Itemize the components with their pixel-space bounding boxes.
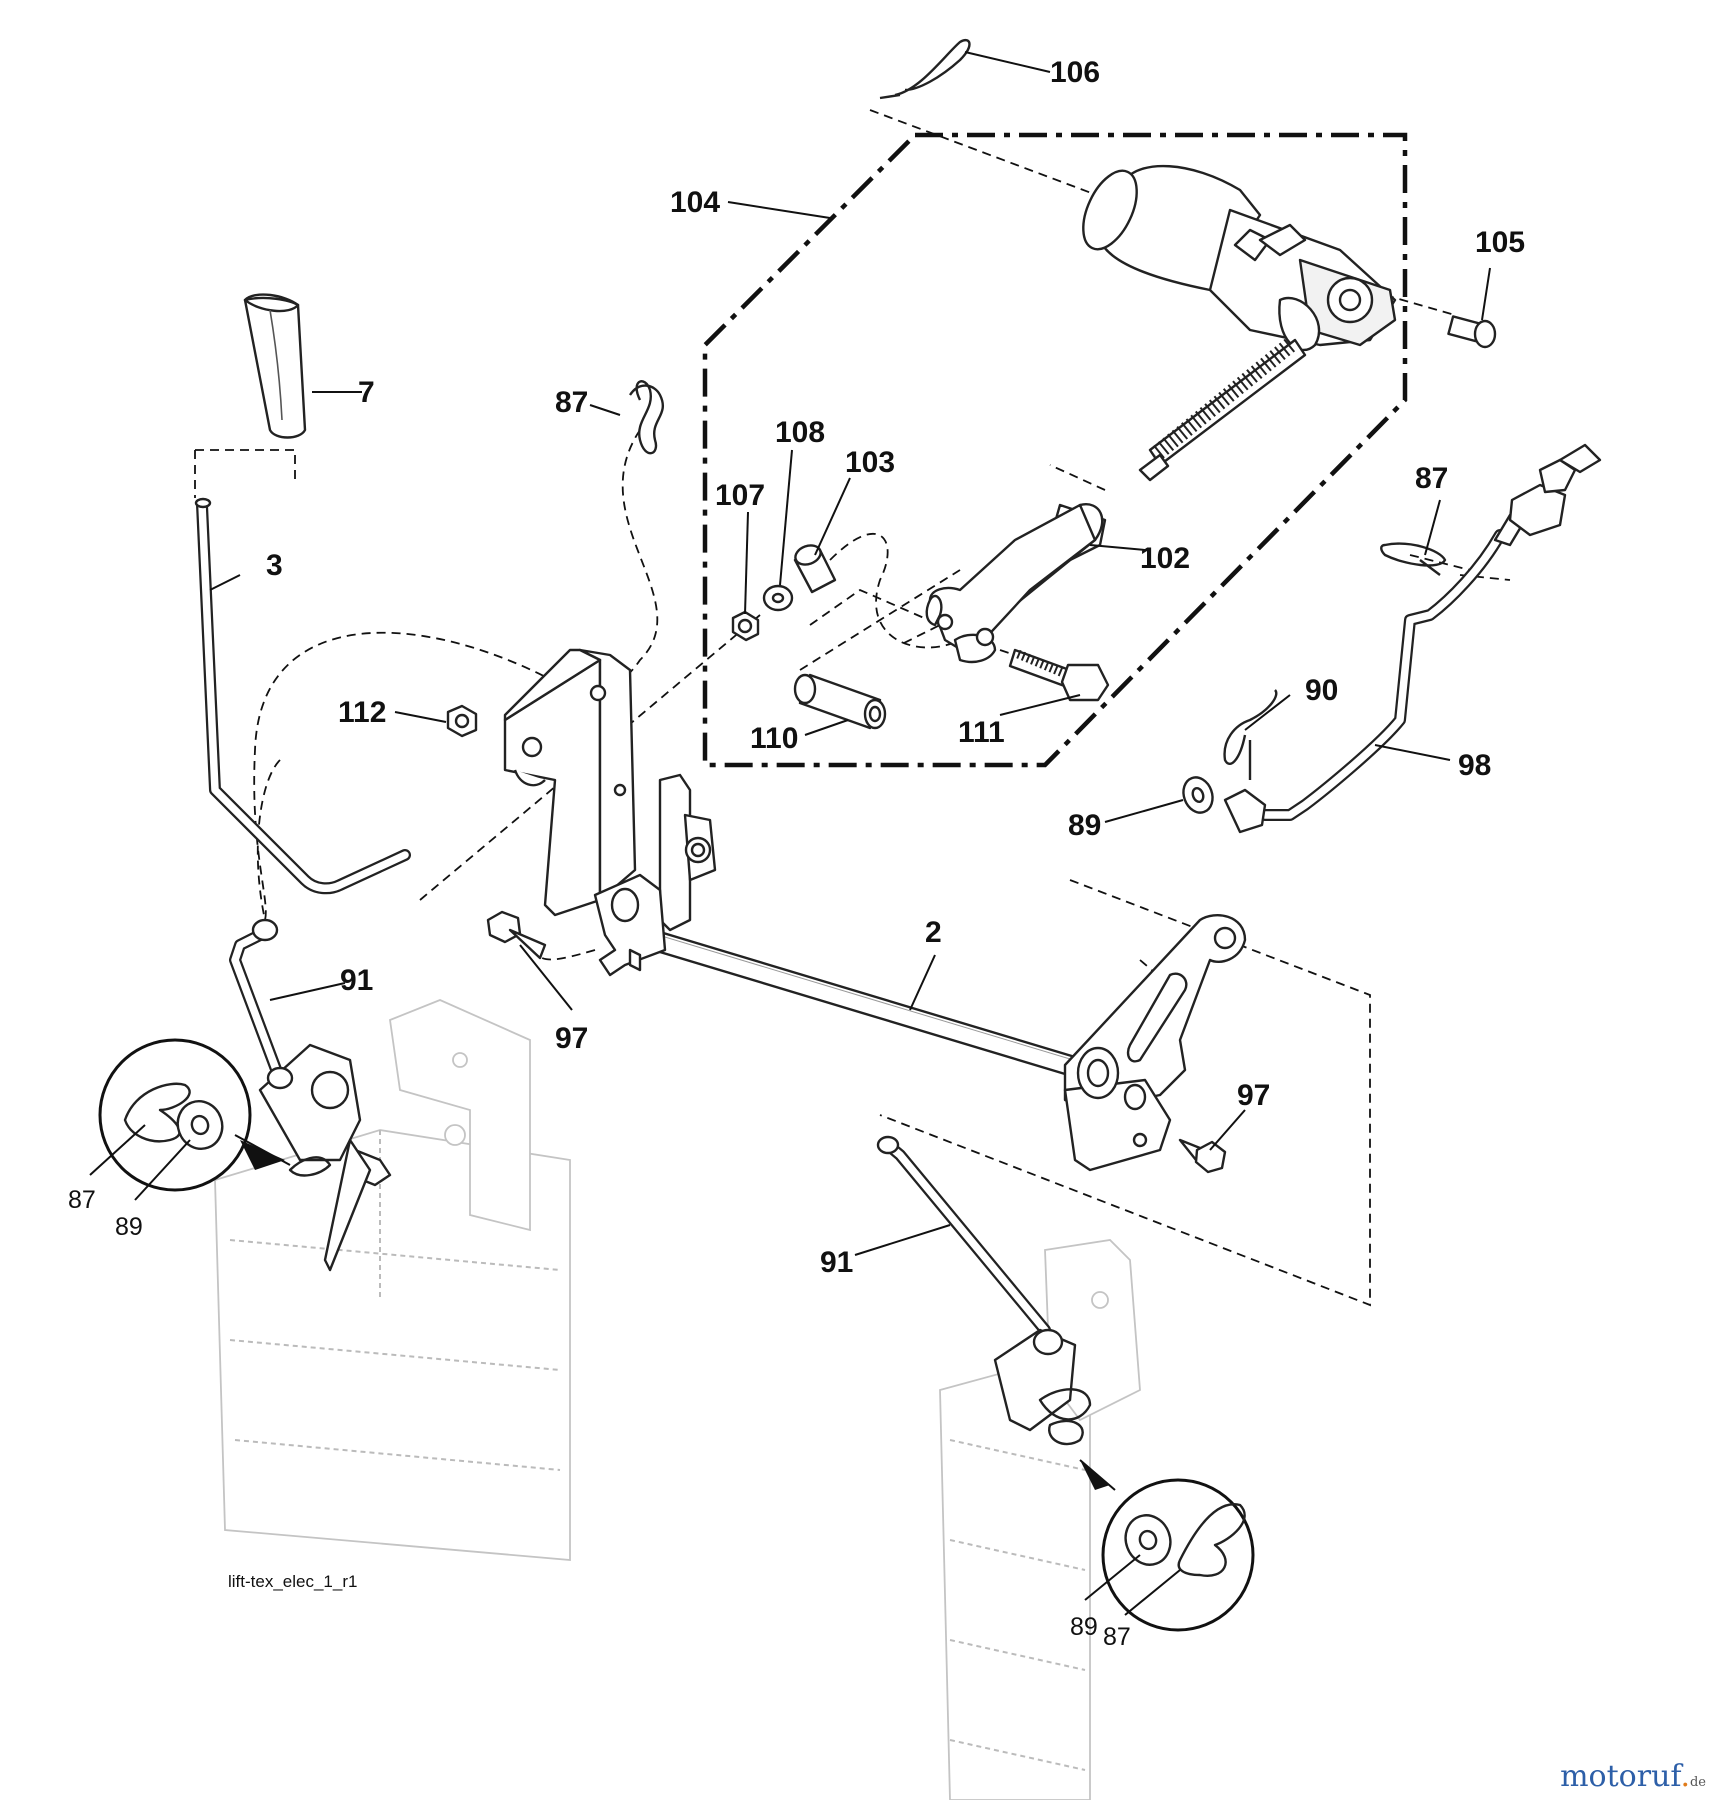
callout-103: 103 (845, 446, 895, 479)
callout-87: 87 (555, 386, 588, 419)
callout-110: 110 (750, 722, 798, 755)
callout-91: 91 (820, 1246, 853, 1279)
callout-111: 111 (958, 716, 1005, 749)
clip-90 (1223, 689, 1278, 780)
electric-actuator-motor (1082, 164, 1397, 482)
rod-98 (1223, 443, 1602, 834)
callout-91: 91 (340, 964, 373, 997)
callout-87: 87 (1415, 462, 1448, 495)
callout-labels: 106 104 105 7 87 108 103 107 87 3 102 11… (68, 56, 1525, 1651)
brand-suffix: de (1689, 1775, 1706, 1790)
ghost-frame-left (214, 999, 571, 1561)
brand-watermark: motoruf.de (1560, 1759, 1706, 1794)
sleeve-110 (793, 673, 887, 730)
hairpin-clip-87-right (1380, 542, 1447, 576)
callout-97: 97 (555, 1022, 588, 1055)
brand-main: motoruf (1560, 1759, 1681, 1794)
callout-3: 3 (266, 549, 283, 582)
callout-2: 2 (925, 916, 942, 949)
bolt-111 (1008, 648, 1110, 702)
callout-89: 89 (115, 1213, 143, 1241)
lift-bracket (503, 648, 637, 917)
callout-97: 97 (1237, 1079, 1270, 1112)
callout-104: 104 (670, 186, 720, 219)
nut-107 (731, 610, 760, 642)
callout-87: 87 (1103, 1623, 1131, 1651)
brand-dot: . (1680, 1759, 1690, 1794)
callout-89: 89 (1068, 809, 1101, 842)
detail-circle-left (98, 1038, 291, 1192)
lift-lever-3 (194, 497, 411, 895)
cotter-pin-106 (879, 38, 971, 100)
callout-98: 98 (1458, 749, 1491, 782)
nut-112 (446, 704, 478, 738)
lift-link-91-right (876, 1135, 1092, 1446)
bolt-97-right (1178, 1138, 1227, 1174)
spacer-103 (793, 544, 837, 594)
callout-106: 106 (1050, 56, 1100, 89)
hairpin-clip-87-top (629, 380, 664, 455)
callout-89: 89 (1070, 1613, 1098, 1641)
handle-grip-7 (243, 293, 307, 439)
diagram-code: lift-tex_elec_1_r1 (228, 1572, 357, 1591)
kit-boundary-104 (702, 132, 1408, 768)
callout-90: 90 (1305, 674, 1338, 707)
lift-shaft-2 (593, 773, 1247, 1172)
washer-108 (762, 584, 794, 612)
callout-107: 107 (715, 479, 765, 512)
callout-102: 102 (1140, 542, 1190, 575)
callout-112: 112 (338, 696, 386, 729)
washer-89-rod (1182, 776, 1214, 814)
detail-circle-right (1079, 1459, 1255, 1632)
callout-7: 7 (358, 376, 375, 409)
callout-105: 105 (1475, 226, 1525, 259)
bolt-97-left (486, 910, 547, 960)
assembly-lines (194, 109, 1511, 1307)
callout-108: 108 (775, 416, 825, 449)
leader-lines (89, 51, 1491, 1616)
clevis-102 (925, 503, 1107, 664)
callout-87: 87 (68, 1186, 96, 1214)
lift-link-91-left (229, 918, 392, 1272)
pin-105 (1447, 315, 1497, 349)
